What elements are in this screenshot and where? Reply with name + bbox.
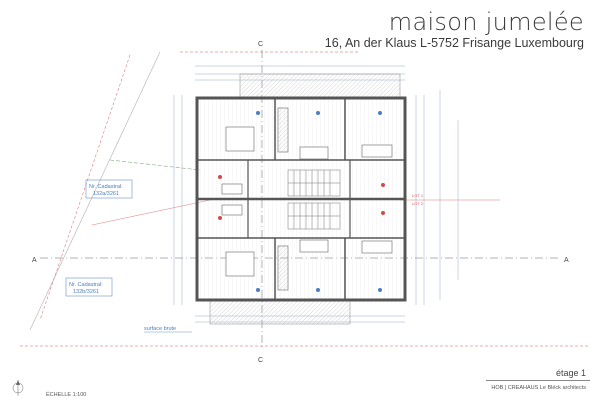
- parcel-label-1: Nr. Cadastral: 132a/3261: [85, 179, 133, 199]
- parcel-boundary-west: [29, 51, 161, 331]
- red-point: [381, 183, 385, 187]
- svg-text:132a/3261: 132a/3261: [93, 191, 119, 197]
- red-point: [218, 175, 222, 179]
- svg-text:132b/3261: 132b/3261: [73, 289, 99, 295]
- titleblock-divider: [486, 380, 590, 381]
- desk-bottom-middle: [299, 239, 329, 253]
- property-boundaries: [20, 51, 590, 347]
- svg-text:Nr. Cadastral:: Nr. Cadastral:: [89, 184, 123, 190]
- wardrobe-top: [277, 107, 289, 153]
- blue-point: [316, 111, 320, 115]
- red-guide-line: [91, 199, 211, 226]
- service-points: [218, 111, 385, 292]
- desk-top-right: [361, 144, 393, 158]
- blue-point: [256, 288, 260, 292]
- blue-point: [256, 111, 260, 115]
- section-a-label-right: A: [564, 257, 569, 264]
- lot-1-label: LOT 1: [412, 193, 424, 198]
- project-address: 16, An der Klaus L-5752 Frisange Luxembo…: [324, 36, 584, 50]
- red-point: [218, 216, 222, 220]
- bed-bottom-left: [225, 251, 255, 277]
- terrace-top: [239, 73, 401, 99]
- terrace-bottom: [209, 299, 351, 325]
- architect-credits: HOB | CREAHAUS Le Bléck architects: [491, 385, 586, 391]
- blue-point: [378, 288, 382, 292]
- scale-label: ÉCHELLE 1:100: [46, 392, 87, 398]
- blue-point: [316, 288, 320, 292]
- bath-top: [221, 183, 243, 195]
- bed-top-left: [225, 126, 255, 152]
- wardrobe-bottom: [277, 245, 289, 291]
- parcel-label-2: Nr. Cadastral: 132b/3261: [65, 277, 113, 297]
- surface-label: surface brute: [144, 326, 176, 332]
- north-arrow-icon: [12, 380, 24, 396]
- lot-2-label: LOT 2: [412, 201, 424, 206]
- furniture: [221, 107, 393, 291]
- svg-text:Nr. Cadastral:: Nr. Cadastral:: [69, 282, 103, 288]
- desk-top-middle: [299, 146, 329, 160]
- blue-point: [378, 111, 382, 115]
- section-a-label-left: A: [32, 257, 37, 264]
- property-line-west: [39, 54, 131, 321]
- bath-bottom: [221, 204, 243, 216]
- staircase-bottom: [287, 202, 341, 230]
- red-point: [381, 211, 385, 215]
- project-title: maison jumelée: [388, 8, 584, 36]
- section-c-label-top: C: [258, 41, 263, 48]
- green-guide-line: [109, 159, 201, 171]
- desk-bottom-right: [361, 240, 393, 254]
- staircase-top: [287, 169, 341, 197]
- section-c-label-bottom: C: [258, 357, 263, 364]
- floor-label: étage 1: [555, 368, 586, 378]
